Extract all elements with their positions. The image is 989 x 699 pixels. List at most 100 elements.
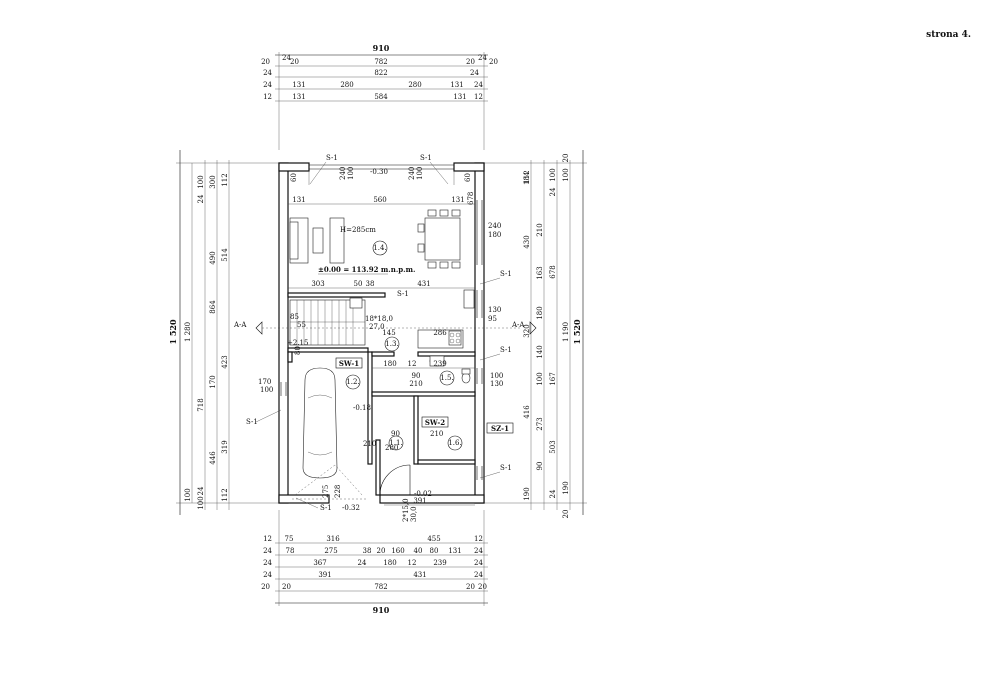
dim-text: 275: [324, 547, 337, 555]
sz1-label: SZ-1: [491, 424, 509, 433]
room-label: 1.1.: [389, 439, 402, 447]
dim-text: 431: [413, 571, 426, 579]
dim-text: 170: [209, 375, 217, 388]
stairs-label: 18*18,0: [365, 315, 393, 323]
dim-text: 20: [261, 58, 270, 66]
dim-text: 239: [433, 559, 446, 567]
dim-text: 391: [413, 497, 426, 505]
dim-text: 112: [523, 170, 531, 183]
room-label: 1.4.: [373, 244, 386, 252]
dim-text: 24: [263, 547, 272, 555]
dim-text: 718: [197, 398, 205, 411]
level-mark: -0.32: [342, 504, 360, 512]
dim-text: 90: [412, 372, 421, 380]
dim-text: 131: [453, 93, 466, 101]
dim-text: 24: [263, 81, 272, 89]
dim-text: 95: [488, 315, 497, 323]
wall-type-label: S-1: [500, 270, 512, 278]
dim-text: 320: [523, 324, 531, 337]
dim-text: 80: [294, 346, 302, 355]
dim-text: 24: [478, 54, 487, 62]
dim-text: 130: [490, 380, 503, 388]
dim-text: 1 280: [184, 322, 192, 342]
dim-text: 12: [263, 93, 272, 101]
furniture: [289, 209, 475, 496]
dim-text: 228: [334, 485, 342, 498]
dim-text: 280: [408, 81, 421, 89]
dim-text: 782: [374, 58, 387, 66]
dim-text: 12: [474, 535, 483, 543]
dim-text: 140: [536, 345, 544, 358]
left-overall-dim: 1 520: [168, 319, 178, 344]
dim-text: 24: [358, 559, 367, 567]
level-mark: -0.18: [353, 404, 371, 412]
room-height-note: H=285cm: [340, 226, 376, 234]
dim-text: 455: [427, 535, 440, 543]
dim-text: 131: [451, 196, 464, 204]
left-dimensions: 1 520 1 280 100 24 718 24 100 300 490 42…: [168, 150, 279, 515]
dim-text: 24: [549, 187, 557, 196]
dim-text: 240: [408, 167, 416, 180]
bottom-overall-dim: 910: [373, 605, 390, 615]
wall-type-label: S-1: [246, 418, 258, 426]
dim-text: 273: [536, 417, 544, 430]
wall-type-label: S-1: [326, 154, 338, 162]
dim-text: 490: [209, 251, 217, 264]
dim-text: 24: [282, 54, 291, 62]
wall-type-label: S-1: [500, 346, 512, 354]
dim-text: 78: [286, 547, 295, 555]
dim-text: 131: [448, 547, 461, 555]
dim-text: 240: [488, 222, 501, 230]
dim-text: 55: [297, 321, 306, 329]
dim-text: 24: [263, 571, 272, 579]
dim-text: 20: [290, 58, 299, 66]
dim-text: 20: [562, 154, 570, 163]
dim-text: 20: [377, 547, 386, 555]
dim-text: 416: [523, 405, 531, 419]
dim-text: 90: [391, 430, 400, 438]
wall-type-label: S-1: [420, 154, 432, 162]
dim-text: 430: [523, 235, 531, 248]
dim-text: 303: [311, 280, 324, 288]
stairs-label-2: 27,0: [369, 323, 385, 331]
dim-text: 80: [430, 547, 439, 555]
dim-text: 20: [466, 58, 475, 66]
dim-text: 130: [488, 306, 501, 314]
dim-text: 40: [414, 547, 423, 555]
level-mark: +2.15: [287, 339, 308, 347]
dim-text: 60: [464, 173, 472, 182]
wall-type-label: S-1: [397, 290, 409, 298]
level-datum-note: ±0.00 = 113.92 m.n.p.m.: [318, 265, 415, 274]
sw1-label: SW-1: [339, 359, 359, 368]
dim-text: 112: [221, 173, 229, 186]
section-marker-left: A-A: [233, 321, 247, 329]
dim-text: 210: [363, 440, 376, 448]
dim-text: 24: [474, 81, 483, 89]
dim-text: 24: [197, 486, 205, 495]
dim-text: 316: [326, 535, 340, 543]
dim-text: 286: [433, 329, 447, 337]
dim-text: 112: [221, 488, 229, 501]
dim-text: 100: [416, 167, 424, 180]
dim-text: 514: [221, 248, 229, 262]
dim-text: 24: [263, 69, 272, 77]
dim-text: 280: [385, 444, 398, 452]
dim-text: 170: [258, 378, 271, 386]
dim-text: 60: [290, 173, 298, 182]
dim-text: 100: [490, 372, 503, 380]
dim-text: 131: [292, 81, 305, 89]
dim-text: 20: [466, 583, 475, 591]
dim-text: 100: [562, 168, 570, 181]
dim-text: 75: [285, 535, 294, 543]
dim-text: 90: [536, 462, 544, 471]
wall-type-label: S-1: [320, 504, 332, 512]
dim-text: 239: [433, 360, 446, 368]
dim-text: 12: [408, 559, 417, 567]
dim-text: 85: [290, 313, 299, 321]
dim-text: 678: [549, 265, 557, 278]
dim-text: 24: [474, 559, 483, 567]
dim-text: 160: [391, 547, 404, 555]
dim-text: 210: [409, 380, 422, 388]
dim-text: 431: [417, 280, 430, 288]
dim-text: 145: [382, 329, 395, 337]
